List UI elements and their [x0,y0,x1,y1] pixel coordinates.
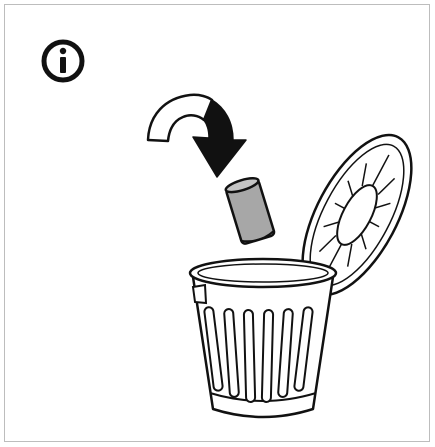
curved-arrow-down-icon [148,95,246,177]
info-icon [44,42,82,80]
used-filter-cartridge-icon [224,175,275,244]
disposal-illustration [5,5,431,443]
illustration-frame [4,4,430,442]
